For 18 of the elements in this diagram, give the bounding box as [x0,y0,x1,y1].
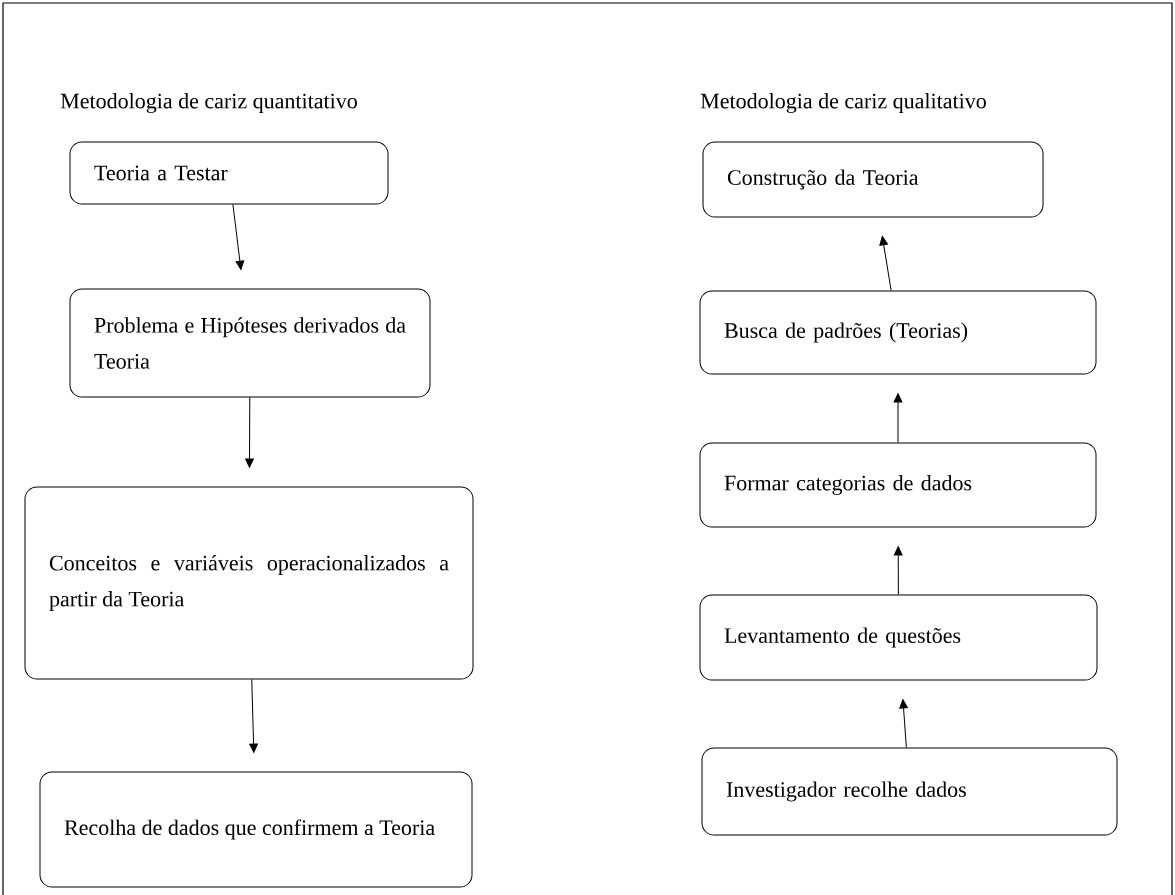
process-box: Formar categorias de dados [699,442,1097,528]
process-box: Recolha de dados que confirmem a Teoria [39,771,473,888]
process-box: Investigador recolhe dados [701,747,1118,836]
arrow [245,397,254,468]
arrow [232,204,245,270]
process-box: Levantamento de questões [699,594,1098,681]
arrow [893,393,903,443]
process-box: Busca de padrões (Teorias) [699,290,1097,375]
arrow [879,235,892,291]
process-box: Construção da Teoria [702,141,1044,218]
arrow [899,699,908,748]
process-box: Conceitos e variáveis operacionalizados a partir da Teoria [24,486,474,680]
process-box: Teoria a Testar [69,141,389,205]
column-heading: Metodologia de cariz qualitativo [700,93,986,113]
column-heading: Metodologia de cariz quantitativo [60,93,357,113]
arrow [249,679,258,753]
process-box: Problema e Hipóteses derivados da Teoria [69,288,431,398]
arrow [893,546,903,595]
